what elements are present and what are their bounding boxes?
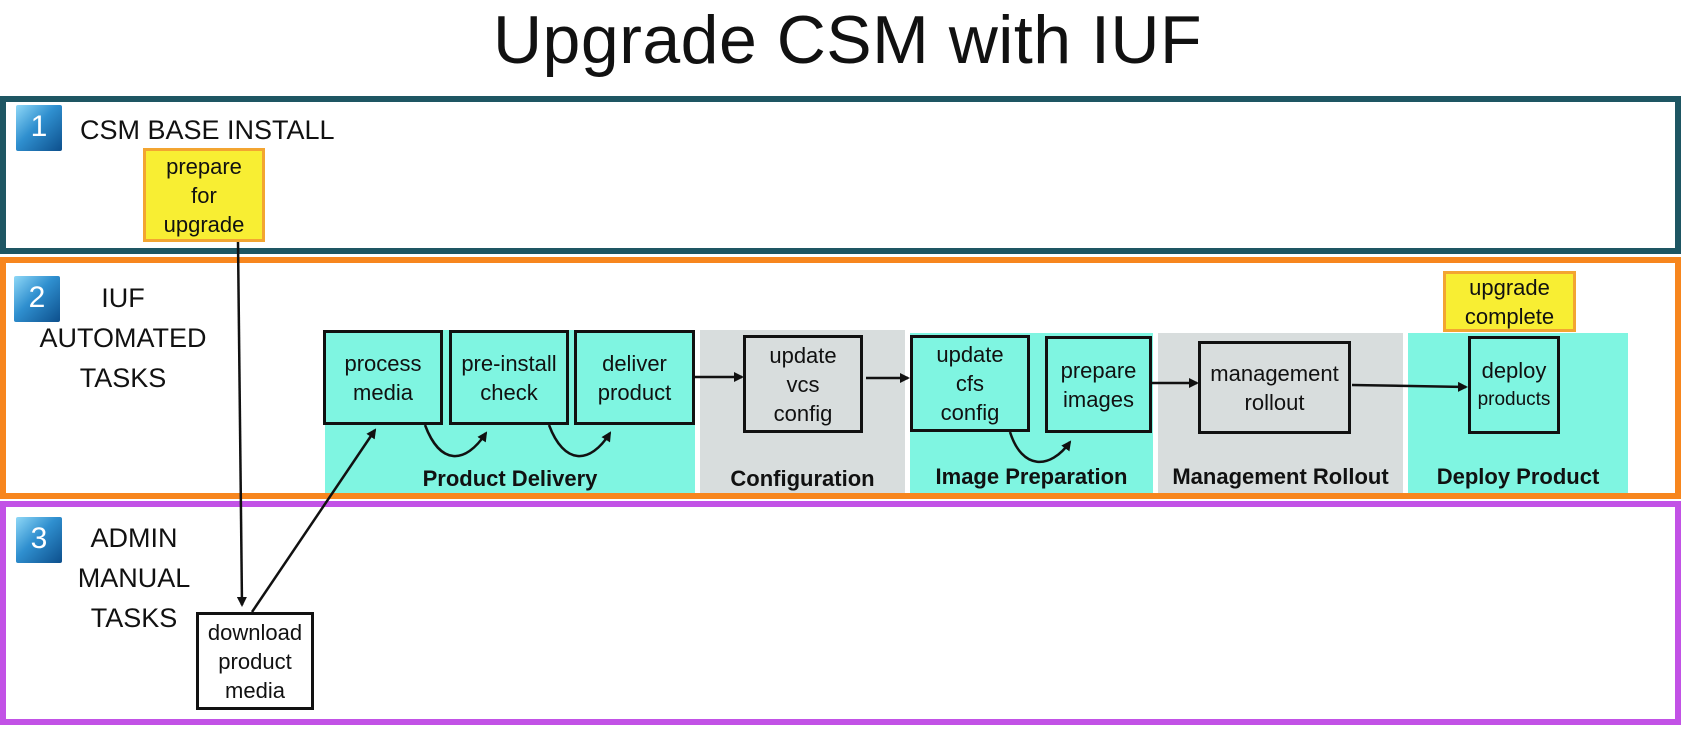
arrow-download-to-process-icon <box>250 428 377 613</box>
step-deploy-line1: deploy <box>1481 358 1547 383</box>
section-admin-manual-tasks <box>0 501 1681 725</box>
page-title: Upgrade CSM with IUF <box>492 2 1203 78</box>
step-process-media: process media <box>323 330 443 425</box>
section-iuf-automated-tasks <box>0 257 1681 499</box>
step-deploy-products: deploy products <box>1468 336 1560 434</box>
step-prepare-for-upgrade: prepare for upgrade <box>143 148 265 242</box>
section-3-label: ADMIN MANUAL TASKS <box>77 523 191 633</box>
step-prepare-images: prepare images <box>1045 336 1152 433</box>
arrow-process-to-preinstall-icon <box>423 424 488 458</box>
step-deliver-product: deliver product <box>574 330 695 425</box>
step-pre-install-check: pre-install check <box>449 330 569 425</box>
step-update-vcs-config: update vcs config <box>743 335 863 433</box>
step-upgrade-complete: upgrade complete <box>1443 271 1576 332</box>
arrow-preinstall-to-deliver-icon <box>547 424 612 458</box>
section-1-label: CSM BASE INSTALL <box>80 115 335 145</box>
phase-label-image-preparation: Image Preparation <box>935 464 1128 489</box>
phase-label-product-delivery: Product Delivery <box>422 466 598 491</box>
step-download-product-media: download product media <box>196 612 314 710</box>
step-management-rollout: management rollout <box>1198 341 1351 434</box>
section-2-badge-icon: 2 <box>14 276 60 322</box>
step-update-cfs-config: update cfs config <box>910 335 1030 432</box>
phase-label-deploy-product: Deploy Product <box>1436 464 1600 489</box>
section-3-badge-icon: 3 <box>16 517 62 563</box>
arrow-prepare-to-download-icon <box>236 241 247 607</box>
phase-label-management-rollout: Management Rollout <box>1172 464 1389 489</box>
phase-label-configuration: Configuration <box>730 466 875 491</box>
section-csm-base-install <box>0 96 1681 254</box>
arrow-rollout-to-deploy-icon <box>1351 381 1468 392</box>
section-2-label: IUF AUTOMATED TASKS <box>39 283 207 393</box>
step-deploy-line2: products <box>1477 389 1551 410</box>
arrow-cfs-to-images-icon <box>1008 431 1072 464</box>
section-1-badge-icon: 1 <box>16 105 62 151</box>
